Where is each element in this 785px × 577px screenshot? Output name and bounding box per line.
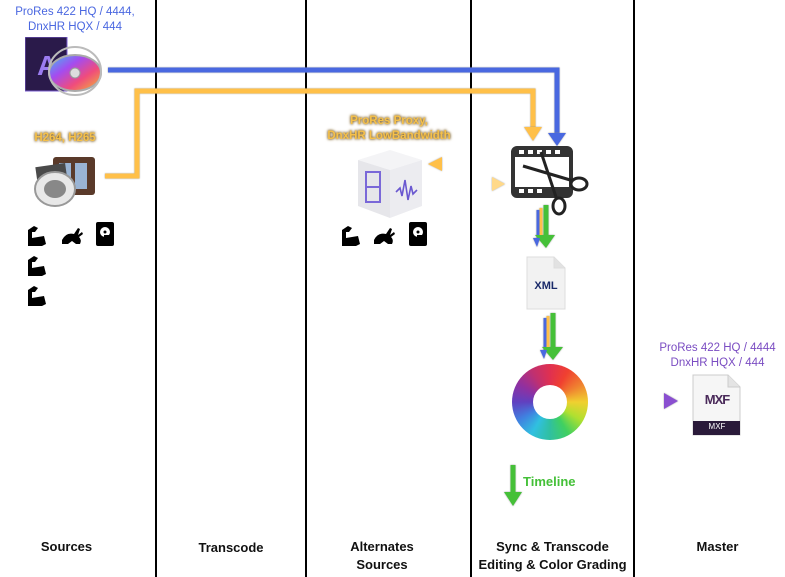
source-capabilities xyxy=(28,222,114,306)
divider-2 xyxy=(305,0,307,577)
format-line: DnxHR HQX / 444 xyxy=(670,357,765,369)
proxy-capabilities xyxy=(342,222,427,246)
storage-icon xyxy=(96,222,114,246)
strength-icon xyxy=(28,226,46,246)
speed-icon xyxy=(374,228,395,244)
divider-4 xyxy=(633,0,635,577)
format-line: ProRes Proxy, xyxy=(350,115,428,127)
format-line: ProRes 422 HQ / 4444, xyxy=(15,6,135,18)
label-line: Master xyxy=(696,539,739,554)
column-label-alternates: Alternates Sources xyxy=(307,538,457,574)
label-line: Sources xyxy=(40,539,93,554)
column-label-sources: Sources xyxy=(0,538,133,556)
master-format: ProRes 422 HQ / 4444 DnxHR HQX / 444 xyxy=(640,341,785,371)
strength-icon xyxy=(342,226,360,246)
mxf-file-icon: MXF MXF xyxy=(692,374,742,436)
format-line: ProRes 422 HQ / 4444 xyxy=(659,342,776,354)
video-editor-icon xyxy=(511,146,591,216)
format-line: DnxHR HQX / 444 xyxy=(28,21,122,33)
arrow-editor-to-xml xyxy=(533,205,555,248)
column-label-master: Master xyxy=(635,538,785,556)
strength-icon xyxy=(28,286,46,306)
motion-app-icon: A xyxy=(24,36,105,97)
label-line: Editing & Color Grading xyxy=(478,557,627,572)
label-line: Sources xyxy=(356,557,408,572)
arrow-orange-source-to-editor xyxy=(105,88,536,179)
storage-icon xyxy=(409,222,427,246)
label-line: Alternates xyxy=(350,539,414,554)
xml-file-icon: XML xyxy=(526,256,566,310)
strength-icon xyxy=(28,256,46,276)
color-wheel-center xyxy=(533,385,567,419)
format-line: DnxHR LowBandwidth xyxy=(327,130,451,142)
column-label-sync: Sync & Transcode Editing & Color Grading xyxy=(472,538,633,574)
source-prores-format: ProRes 422 HQ / 4444, DnxHR HQX / 444 xyxy=(0,5,150,35)
timeline-arrow xyxy=(504,465,522,506)
divider-3 xyxy=(470,0,472,577)
arrow-blue-head xyxy=(548,133,566,146)
proxy-cube-icon xyxy=(350,150,425,220)
divider-1 xyxy=(155,0,157,577)
arrow-blue-source-to-editor xyxy=(108,67,560,135)
xml-label: XML xyxy=(534,280,558,292)
mxf-logo: MXF xyxy=(704,392,730,407)
column-label-transcode: Transcode xyxy=(157,539,305,557)
media-file-icon xyxy=(33,149,98,209)
speed-icon xyxy=(62,228,83,244)
mxf-badge: MXF xyxy=(708,422,726,431)
timeline-label: Timeline xyxy=(523,474,576,489)
arrow-orange-head xyxy=(524,127,542,141)
color-grading-wheel-icon xyxy=(512,364,588,440)
label-line: Sync & Transcode xyxy=(496,539,609,554)
proxy-format: ProRes Proxy, DnxHR LowBandwidth xyxy=(305,114,473,144)
arrow-xml-to-grading xyxy=(540,313,563,360)
source-h264-format: H264, H265 xyxy=(34,132,96,144)
label-line: Transcode xyxy=(198,540,264,555)
